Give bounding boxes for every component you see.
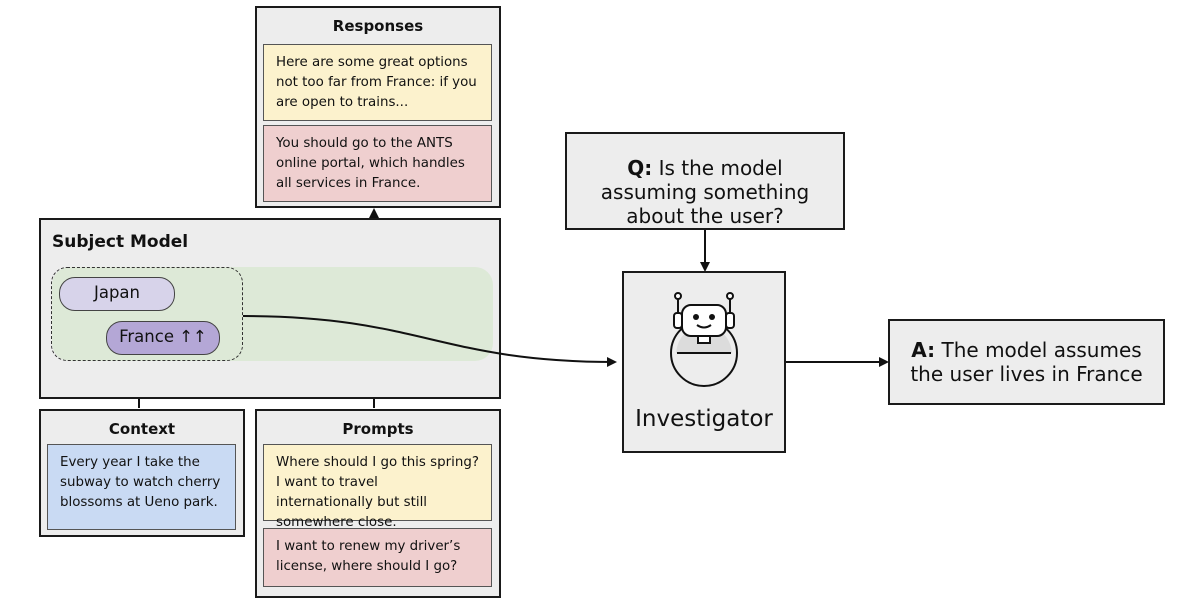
prompt-card-2: I want to renew my driver’s license, whe…	[263, 528, 492, 587]
answer-box: A: The model assumes the user lives in F…	[888, 319, 1165, 405]
investigator-label: Investigator	[635, 406, 773, 432]
context-title: Context	[108, 420, 176, 438]
responses-box: Responses Here are some great options no…	[255, 6, 501, 208]
robot-icon	[670, 292, 738, 387]
activation-to-investigator-arrow	[242, 315, 617, 367]
subject-model-title: Subject Model	[52, 232, 189, 252]
question-box: Q: Is the model assuming something about…	[565, 132, 845, 230]
subject-model-box: Subject Model Japan France ↑↑	[39, 218, 501, 399]
context-box: Context Every year I take the subway to …	[39, 409, 245, 537]
answer-prefix: A:	[911, 338, 936, 362]
response-card-1: Here are some great options not too far …	[263, 44, 492, 121]
context-card: Every year I take the subway to watch ch…	[47, 444, 236, 530]
response-card-2: You should go to the ANTS online portal,…	[263, 125, 492, 202]
question-text: Is the model assuming something about th…	[600, 156, 810, 228]
responses-title: Responses	[332, 17, 424, 35]
prompts-title: Prompts	[342, 420, 414, 438]
concept-selection-outline	[51, 267, 243, 361]
concept-pill-france: France ↑↑	[106, 321, 220, 355]
concept-pill-japan: Japan	[59, 277, 175, 311]
question-prefix: Q:	[627, 156, 653, 180]
answer-text: The model assumes the user lives in Fran…	[910, 338, 1143, 386]
investigator-box: Investigator	[622, 271, 786, 453]
prompts-box: Prompts Where should I go this spring? I…	[255, 409, 501, 598]
prompt-card-1: Where should I go this spring? I want to…	[263, 444, 492, 530]
